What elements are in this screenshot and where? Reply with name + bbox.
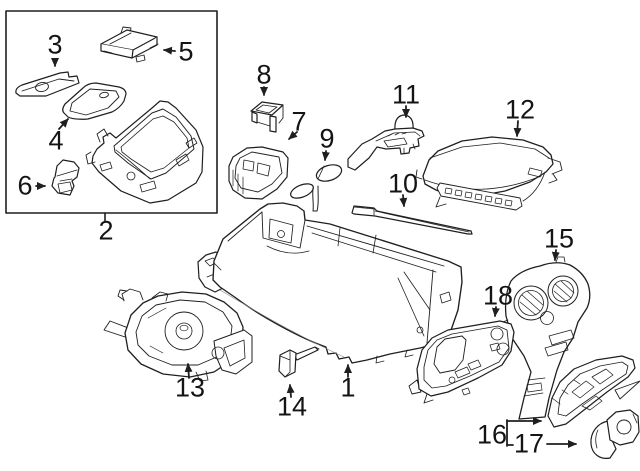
group-box-frame	[5, 10, 218, 222]
callout-label-7[interactable]: 7	[291, 106, 307, 137]
callout-label-18[interactable]: 18	[482, 280, 514, 311]
callout-arrows	[35, 46, 577, 448]
power-socket-drawing[interactable]	[590, 409, 640, 459]
bracket-plate-drawing[interactable]	[15, 71, 80, 97]
small-bracket-drawing[interactable]	[250, 101, 284, 133]
tray-mat-drawing[interactable]	[62, 82, 127, 120]
cupholder-duct-drawing[interactable]	[103, 288, 253, 382]
callout-label-11[interactable]: 11	[391, 79, 421, 110]
callout-label-14[interactable]: 14	[276, 391, 308, 422]
callout-label-6[interactable]: 6	[17, 170, 33, 201]
control-module-drawing[interactable]	[100, 26, 159, 63]
callout-label-9[interactable]: 9	[319, 123, 335, 154]
pin-screw-drawing[interactable]	[278, 346, 320, 378]
latch-bracket-drawing[interactable]	[347, 114, 425, 171]
callout-label-8[interactable]: 8	[256, 59, 272, 90]
callout-label-10[interactable]: 10	[387, 168, 419, 199]
t-handle-drawing[interactable]	[289, 162, 344, 212]
console-housing-drawing[interactable]	[85, 100, 204, 204]
armrest-lid-drawing[interactable]	[415, 136, 563, 211]
callout-label-4[interactable]: 4	[48, 125, 64, 156]
callout-label-16[interactable]: 16	[476, 419, 508, 450]
vent-panel-drawing[interactable]	[499, 256, 591, 420]
tray-drawing[interactable]	[547, 355, 640, 428]
storage-bin-drawing[interactable]	[228, 146, 289, 200]
console-body-drawing[interactable]	[197, 202, 463, 364]
callout-label-3[interactable]: 3	[47, 29, 63, 60]
callout-label-15[interactable]: 15	[543, 223, 575, 254]
rod-drawing[interactable]	[351, 205, 473, 235]
callout-label-2[interactable]: 2	[98, 215, 114, 246]
callout-label-5[interactable]: 5	[178, 36, 194, 67]
switch-panel-drawing[interactable]	[408, 320, 515, 404]
clip-drawing[interactable]	[51, 159, 80, 196]
callout-label-13[interactable]: 13	[174, 372, 206, 403]
callout-label-17[interactable]: 17	[513, 428, 545, 459]
callout-label-1[interactable]: 1	[340, 372, 356, 403]
callout-label-12[interactable]: 12	[504, 94, 536, 125]
